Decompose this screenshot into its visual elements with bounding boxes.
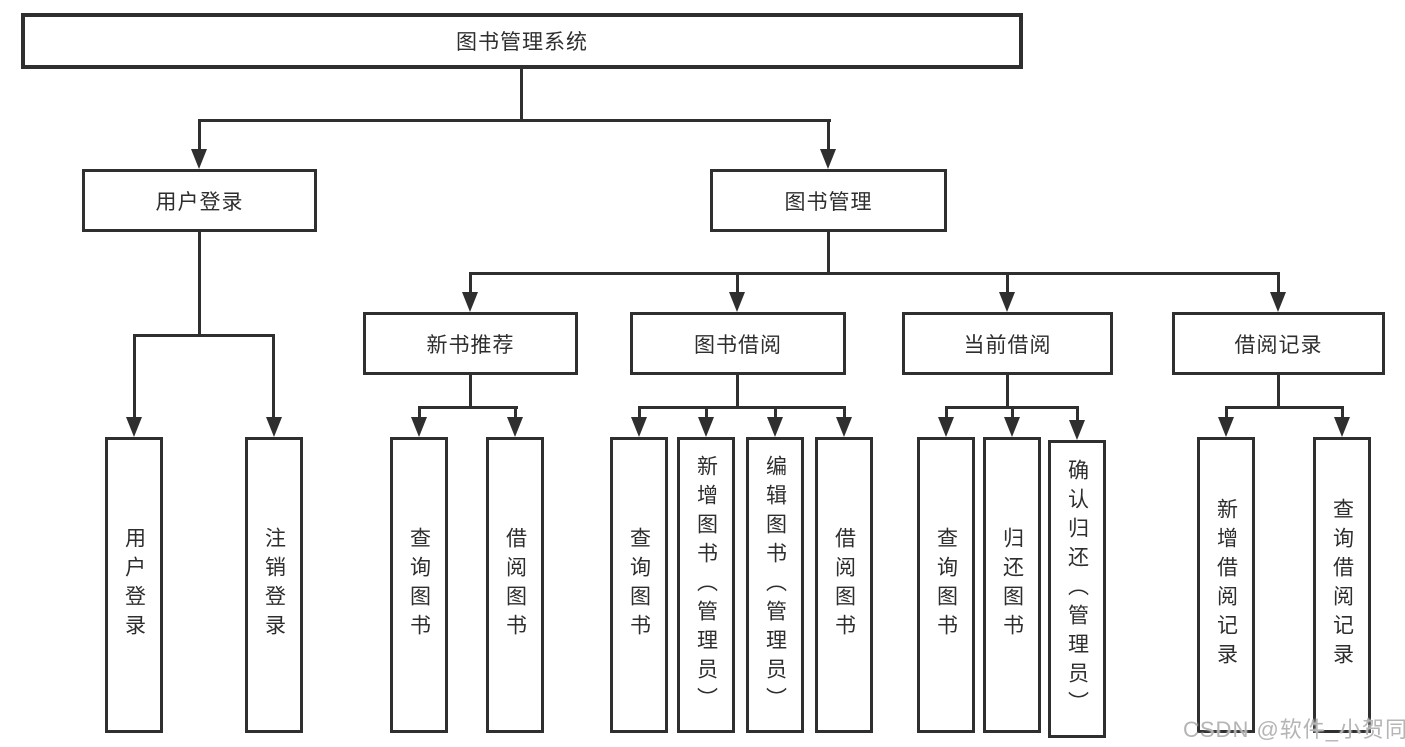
node-new-book-recommend-label: 新书推荐 [426, 333, 515, 357]
connector-book-borrow-stem [736, 375, 739, 409]
node-leaf-query-book-current: 查询图书 [917, 437, 975, 733]
connector-to-book-management [827, 119, 830, 150]
arrow-down-icon [411, 417, 427, 437]
connector-new-book-recommend-stem [469, 375, 472, 409]
node-leaf-query-book-recommend: 查询图书 [390, 437, 448, 733]
node-leaf-query-book-recommend-label: 查询图书 [407, 527, 431, 643]
node-user-login: 用户登录 [82, 169, 317, 232]
connector-to-leaf-query-book-recommend [418, 406, 421, 418]
node-leaf-borrow-book-recommend-label: 借阅图书 [503, 527, 527, 643]
node-leaf-edit-book-admin: 编辑图书（管理员） [746, 437, 804, 733]
node-leaf-user-login: 用户登录 [105, 437, 163, 733]
connector-to-current-borrow [1006, 272, 1009, 293]
connector-to-leaf-query-book-current [945, 406, 948, 418]
node-leaf-borrow-book-recommend: 借阅图书 [486, 437, 544, 733]
node-borrow-record: 借阅记录 [1172, 312, 1385, 375]
arrow-down-icon [1334, 417, 1350, 437]
arrow-down-icon [631, 417, 647, 437]
connector-borrow-record-stem [1277, 375, 1280, 409]
node-leaf-borrow-book: 借阅图书 [815, 437, 873, 733]
arrow-down-icon [999, 292, 1015, 312]
connector-to-leaf-edit-book-admin [774, 406, 777, 418]
node-leaf-add-borrow-record-label: 新增借阅记录 [1214, 498, 1238, 672]
connector-to-leaf-add-borrow-record [1225, 406, 1228, 418]
arrow-down-icon [507, 417, 523, 437]
node-current-borrow: 当前借阅 [902, 312, 1113, 375]
connector-user-login-stem [198, 232, 201, 336]
connector-to-new-book-recommend [469, 272, 472, 293]
node-leaf-add-book-admin-label: 新增图书（管理员） [694, 454, 718, 716]
connector-to-leaf-query-borrow-record [1341, 406, 1344, 418]
node-leaf-user-login-label: 用户登录 [122, 527, 146, 643]
node-leaf-query-borrow-record: 查询借阅记录 [1313, 437, 1371, 733]
node-root-label: 图书管理系统 [456, 31, 588, 54]
node-user-login-label: 用户登录 [155, 190, 244, 214]
connector-borrow-record-bus [1225, 406, 1344, 409]
node-leaf-return-book-label: 归还图书 [1000, 527, 1024, 643]
node-leaf-confirm-return-admin-label: 确认归还（管理员） [1065, 458, 1089, 720]
arrow-down-icon [836, 417, 852, 437]
node-leaf-query-book-borrow: 查询图书 [610, 437, 668, 733]
node-leaf-add-borrow-record: 新增借阅记录 [1197, 437, 1255, 733]
node-new-book-recommend: 新书推荐 [363, 312, 578, 375]
connector-to-leaf-borrow-book-recommend [514, 406, 517, 418]
connector-to-leaf-confirm-return-admin [1076, 406, 1079, 421]
node-book-borrow: 图书借阅 [630, 312, 846, 375]
connector-book-borrow-bus [638, 406, 846, 409]
node-borrow-record-label: 借阅记录 [1234, 333, 1323, 357]
connector-to-leaf-borrow-book [843, 406, 846, 418]
connector-to-borrow-record [1277, 272, 1280, 293]
node-root: 图书管理系统 [21, 13, 1023, 69]
arrow-down-icon [1218, 417, 1234, 437]
connector-root-bus [198, 119, 831, 122]
connector-to-leaf-add-book-admin [705, 406, 708, 418]
arrow-down-icon [729, 292, 745, 312]
node-leaf-query-borrow-record-label: 查询借阅记录 [1330, 498, 1354, 672]
node-leaf-logout-label: 注销登录 [262, 527, 286, 643]
arrow-down-icon [1270, 292, 1286, 312]
connector-book-management-bus [469, 272, 1279, 275]
arrow-down-icon [126, 417, 142, 437]
connector-to-leaf-return-book [1011, 406, 1014, 418]
connector-to-leaf-logout [272, 334, 275, 418]
connector-to-user-login [198, 119, 201, 150]
node-book-management: 图书管理 [710, 169, 947, 232]
node-leaf-add-book-admin: 新增图书（管理员） [677, 437, 735, 733]
node-book-management-label: 图书管理 [784, 190, 873, 214]
connector-root-stem [520, 68, 523, 121]
connector-current-borrow-stem [1006, 375, 1009, 409]
arrow-down-icon [938, 417, 954, 437]
connector-to-leaf-user-login [133, 334, 136, 418]
arrow-down-icon [1069, 420, 1085, 440]
connector-new-book-recommend-bus [418, 406, 518, 409]
watermark: CSDN @软件_小贺同学 [1183, 717, 1405, 742]
connector-to-book-borrow [736, 272, 739, 293]
node-leaf-query-book-current-label: 查询图书 [934, 527, 958, 643]
node-leaf-return-book: 归还图书 [983, 437, 1041, 733]
arrow-down-icon [698, 417, 714, 437]
node-book-borrow-label: 图书借阅 [694, 333, 782, 357]
node-leaf-query-book-borrow-label: 查询图书 [627, 527, 651, 643]
node-leaf-borrow-book-label: 借阅图书 [832, 527, 856, 643]
arrow-down-icon [820, 149, 836, 169]
arrow-down-icon [191, 149, 207, 169]
node-leaf-confirm-return-admin: 确认归还（管理员） [1048, 440, 1106, 738]
connector-book-management-stem [827, 232, 830, 274]
connector-to-leaf-query-book-borrow [638, 406, 641, 418]
arrow-down-icon [462, 292, 478, 312]
arrow-down-icon [1004, 417, 1020, 437]
node-leaf-logout: 注销登录 [245, 437, 303, 733]
node-leaf-edit-book-admin-label: 编辑图书（管理员） [763, 454, 787, 716]
arrow-down-icon [266, 417, 282, 437]
node-current-borrow-label: 当前借阅 [963, 333, 1052, 357]
connector-user-login-bus [133, 334, 275, 337]
arrow-down-icon [767, 417, 783, 437]
